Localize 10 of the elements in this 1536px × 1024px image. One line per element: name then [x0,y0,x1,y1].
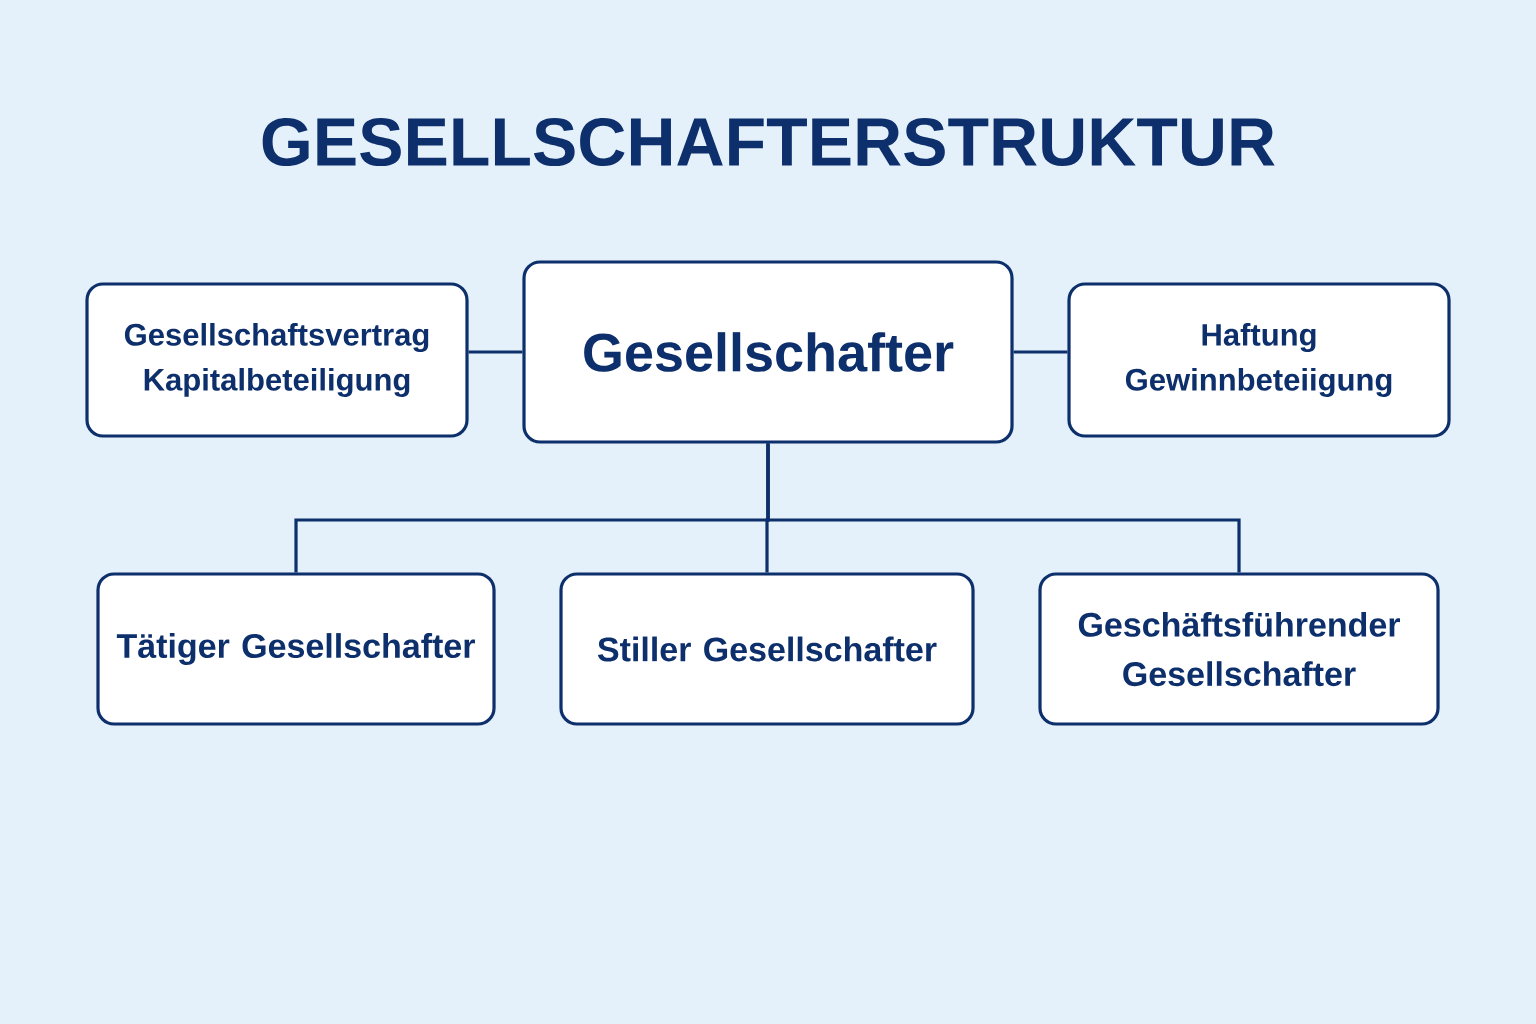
info-box: Gesellschaftsvertrag Kapitalbeteiligung [85,282,469,438]
connector-line [468,350,523,354]
title: GESELLSCHAFTERSTRUKTUR [262,117,1275,167]
role-box: Stiller Gesellschafter [559,572,975,726]
connector-line [1013,350,1068,354]
connector-line [766,443,1241,573]
role-box: Tätiger Gesellschafter [96,572,496,726]
central-box: Gesellschafter [522,260,1014,444]
role-box: Geschäftsführender Gesellschafter [1038,572,1440,726]
info-box: Haftung Gewinnbeteiigung [1067,282,1451,438]
